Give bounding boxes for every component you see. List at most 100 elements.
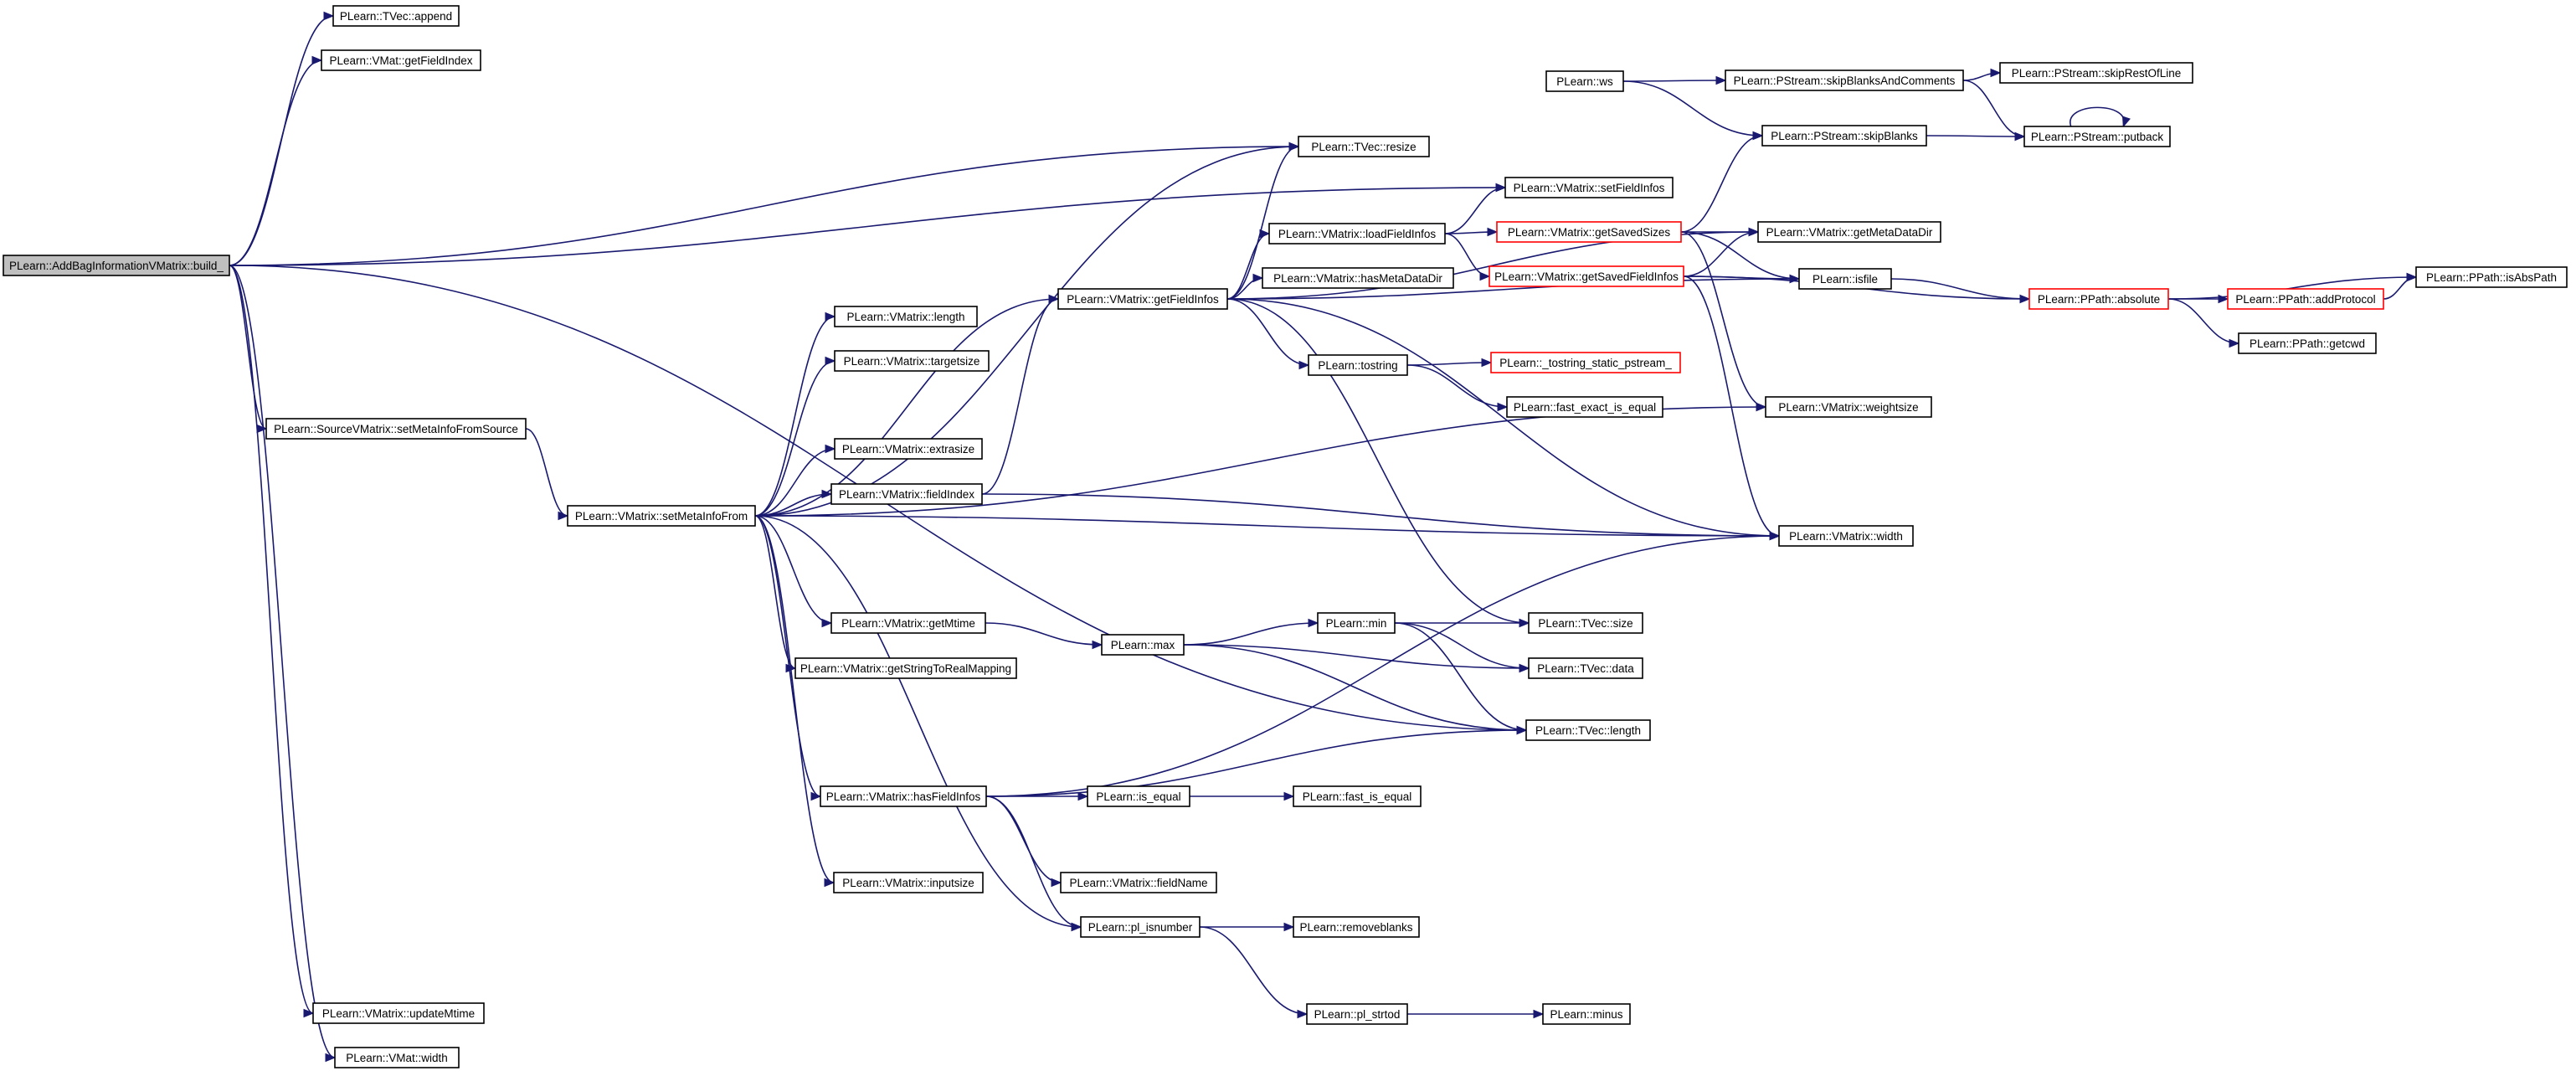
node-box[interactable] xyxy=(1542,1003,1631,1025)
node-box[interactable] xyxy=(1298,136,1430,157)
node-box[interactable] xyxy=(1545,70,1624,92)
node-box[interactable] xyxy=(1525,719,1651,741)
node-box[interactable] xyxy=(265,418,527,440)
node-vm-width[interactable]: PLearn::VMatrix::width xyxy=(1778,525,1914,547)
node-vm-getfieldinfos[interactable]: PLearn::VMatrix::getFieldInfos xyxy=(1057,288,1228,310)
node-tvec-size[interactable]: PLearn::TVec::size xyxy=(1528,612,1643,634)
node-vmat-width[interactable]: PLearn::VMat::width xyxy=(334,1047,460,1068)
node-vm-getsavedfieldinfos[interactable]: PLearn::VMatrix::getSavedFieldInfos xyxy=(1489,265,1684,287)
node-box[interactable] xyxy=(1489,265,1684,287)
node-box[interactable] xyxy=(1317,612,1396,634)
node-box[interactable] xyxy=(1725,70,1964,91)
node-box[interactable] xyxy=(1999,62,2193,84)
node-vm-extrasize[interactable]: PLearn::VMatrix::extrasize xyxy=(834,438,983,460)
node-box[interactable] xyxy=(1778,525,1914,547)
node-box[interactable] xyxy=(312,1002,485,1024)
node-min[interactable]: PLearn::min xyxy=(1317,612,1396,634)
node-root[interactable]: PLearn::AddBagInformationVMatrix::build_ xyxy=(3,255,230,276)
node-vm-weightsize[interactable]: PLearn::VMatrix::weightsize xyxy=(1765,396,1932,418)
node-box[interactable] xyxy=(3,255,230,276)
node-box[interactable] xyxy=(1528,657,1643,679)
node-box[interactable] xyxy=(1308,354,1408,376)
node-isfile[interactable]: PLearn::isfile xyxy=(1798,268,1892,290)
node-removeblanks[interactable]: PLearn::removeblanks xyxy=(1293,916,1420,938)
node-box[interactable] xyxy=(1101,634,1185,656)
node-vm-targetsize[interactable]: PLearn::VMatrix::targetsize xyxy=(834,350,990,372)
node-tvec-resize[interactable]: PLearn::TVec::resize xyxy=(1298,136,1430,157)
node-vm-fieldindex[interactable]: PLearn::VMatrix::fieldIndex xyxy=(830,483,983,505)
node-box[interactable] xyxy=(1293,785,1422,807)
node-pp-addprotocol[interactable]: PLearn::PPath::addProtocol xyxy=(2227,288,2384,310)
node-pl-isnumber[interactable]: PLearn::pl_isnumber xyxy=(1080,916,1201,938)
node-vm-fieldname[interactable]: PLearn::VMatrix::fieldName xyxy=(1060,872,1217,893)
node-box[interactable] xyxy=(1262,267,1454,289)
node-box[interactable] xyxy=(1057,288,1228,310)
node-box[interactable] xyxy=(2415,266,2568,288)
node-box[interactable] xyxy=(834,306,978,327)
node-box[interactable] xyxy=(567,505,756,527)
node-ps-skiprestofline[interactable]: PLearn::PStream::skipRestOfLine xyxy=(1999,62,2193,84)
node-box[interactable] xyxy=(833,872,984,893)
node-box[interactable] xyxy=(1496,221,1682,243)
node-vm-hasmetadatadir[interactable]: PLearn::VMatrix::hasMetaDataDir xyxy=(1262,267,1454,289)
node-tostring[interactable]: PLearn::tostring xyxy=(1308,354,1408,376)
node-box[interactable] xyxy=(1268,223,1446,245)
node-setmetainfofromsource[interactable]: PLearn::SourceVMatrix::setMetaInfoFromSo… xyxy=(265,418,527,440)
node-vm-getmetadatadir[interactable]: PLearn::VMatrix::getMetaDataDir xyxy=(1757,221,1941,243)
node-vm-getsavedsizes[interactable]: PLearn::VMatrix::getSavedSizes xyxy=(1496,221,1682,243)
node-fast-is-equal[interactable]: PLearn::fast_is_equal xyxy=(1293,785,1422,807)
node-box[interactable] xyxy=(1798,268,1892,290)
node-box[interactable] xyxy=(332,5,460,27)
node-vm-hasfieldinfos[interactable]: PLearn::VMatrix::hasFieldInfos xyxy=(820,785,987,807)
node-minus[interactable]: PLearn::minus xyxy=(1542,1003,1631,1025)
node-tostring-static[interactable]: PLearn::_tostring_static_pstream_ xyxy=(1490,352,1681,373)
node-box[interactable] xyxy=(2023,126,2171,147)
node-box[interactable] xyxy=(1506,396,1663,418)
node-box[interactable] xyxy=(1765,396,1932,418)
node-box[interactable] xyxy=(321,49,481,71)
node-tvec-append[interactable]: PLearn::TVec::append xyxy=(332,5,460,27)
node-box[interactable] xyxy=(2238,332,2377,354)
node-vm-getmtime[interactable]: PLearn::VMatrix::getMtime xyxy=(830,612,986,634)
node-box[interactable] xyxy=(1490,352,1681,373)
node-vm-getstringtoreal[interactable]: PLearn::VMatrix::getStringToRealMapping xyxy=(794,657,1017,679)
node-box[interactable] xyxy=(820,785,987,807)
node-vm-setfieldinfos[interactable]: PLearn::VMatrix::setFieldInfos xyxy=(1504,177,1674,198)
node-is-equal[interactable]: PLearn::is_equal xyxy=(1087,785,1190,807)
node-pl-strtod[interactable]: PLearn::pl_strtod xyxy=(1306,1003,1408,1025)
node-pp-isabspath[interactable]: PLearn::PPath::isAbsPath xyxy=(2415,266,2568,288)
node-pp-absolute[interactable]: PLearn::PPath::absolute xyxy=(2028,288,2169,310)
node-box[interactable] xyxy=(834,438,983,460)
node-box[interactable] xyxy=(1504,177,1674,198)
node-vmat-getfieldindex[interactable]: PLearn::VMat::getFieldIndex xyxy=(321,49,481,71)
node-pp-getcwd[interactable]: PLearn::PPath::getcwd xyxy=(2238,332,2377,354)
node-vm-loadfieldinfos[interactable]: PLearn::VMatrix::loadFieldInfos xyxy=(1268,223,1446,245)
node-box[interactable] xyxy=(334,1047,460,1068)
node-box[interactable] xyxy=(1087,785,1190,807)
node-box[interactable] xyxy=(2028,288,2169,310)
node-vm-inputsize[interactable]: PLearn::VMatrix::inputsize xyxy=(833,872,984,893)
node-box[interactable] xyxy=(1080,916,1201,938)
node-box[interactable] xyxy=(834,350,990,372)
node-box[interactable] xyxy=(1293,916,1420,938)
node-box[interactable] xyxy=(1306,1003,1408,1025)
node-setmetainfofrom[interactable]: PLearn::VMatrix::setMetaInfoFrom xyxy=(567,505,756,527)
node-ps-skipblanksandcomments[interactable]: PLearn::PStream::skipBlanksAndComments xyxy=(1725,70,1964,91)
node-box[interactable] xyxy=(1761,125,1927,147)
node-box[interactable] xyxy=(2227,288,2384,310)
node-ps-putback[interactable]: PLearn::PStream::putback xyxy=(2023,126,2171,147)
node-max[interactable]: PLearn::max xyxy=(1101,634,1185,656)
node-vm-length[interactable]: PLearn::VMatrix::length xyxy=(834,306,978,327)
node-tvec-length[interactable]: PLearn::TVec::length xyxy=(1525,719,1651,741)
node-ws[interactable]: PLearn::ws xyxy=(1545,70,1624,92)
node-ps-skipblanks[interactable]: PLearn::PStream::skipBlanks xyxy=(1761,125,1927,147)
node-box[interactable] xyxy=(1528,612,1643,634)
node-box[interactable] xyxy=(1060,872,1217,893)
node-tvec-data[interactable]: PLearn::TVec::data xyxy=(1528,657,1643,679)
node-box[interactable] xyxy=(794,657,1017,679)
node-box[interactable] xyxy=(830,612,986,634)
node-updatemtime[interactable]: PLearn::VMatrix::updateMtime xyxy=(312,1002,485,1024)
node-fast-exact-is-equal[interactable]: PLearn::fast_exact_is_equal xyxy=(1506,396,1663,418)
node-box[interactable] xyxy=(1757,221,1941,243)
node-box[interactable] xyxy=(830,483,983,505)
